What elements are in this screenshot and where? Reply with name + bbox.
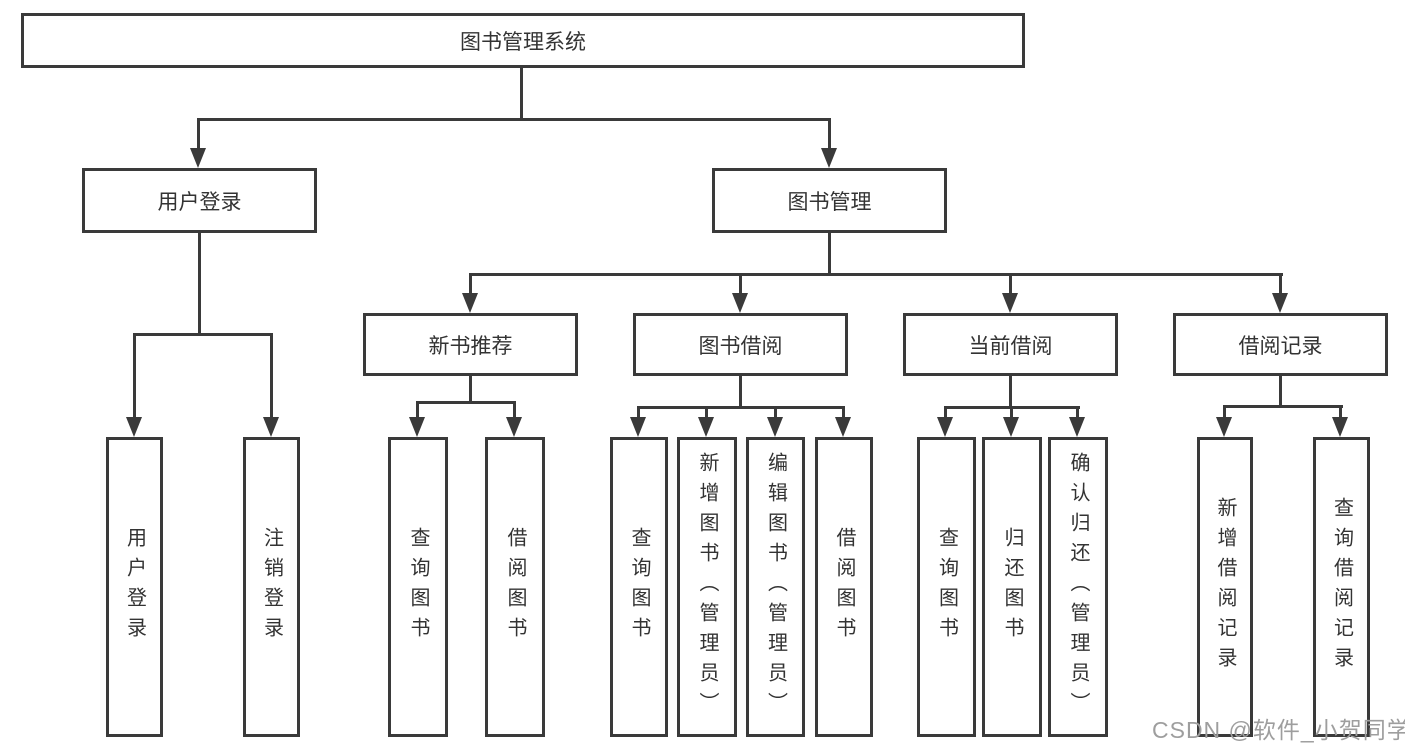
leaf-logout: 注销登录 bbox=[243, 437, 300, 737]
connector-line bbox=[828, 118, 831, 150]
arrow-down-icon bbox=[630, 417, 646, 437]
leaf-records-add-record: 新增借阅记录 bbox=[1197, 437, 1253, 737]
leaf-current-return-books: 归还图书 bbox=[982, 437, 1042, 737]
arrow-down-icon bbox=[835, 417, 851, 437]
leaf-borrow-query-books: 查询图书 bbox=[610, 437, 668, 737]
leaf-recommend-borrow-books-label: 借阅图书 bbox=[504, 527, 526, 647]
node-root-label: 图书管理系统 bbox=[460, 30, 586, 54]
connector-line bbox=[1339, 405, 1342, 417]
connector-line bbox=[133, 333, 273, 336]
connector-line bbox=[1279, 376, 1282, 405]
connector-line bbox=[842, 406, 845, 417]
leaf-current-confirm-return-admin: 确认归还（管理员） bbox=[1048, 437, 1108, 737]
leaf-logout-label: 注销登录 bbox=[260, 527, 283, 647]
connector-line bbox=[469, 273, 1283, 276]
leaf-borrow-add-books-admin-label: 新增图书（管理员） bbox=[696, 452, 718, 722]
connector-line bbox=[739, 376, 742, 406]
leaf-records-query-record: 查询借阅记录 bbox=[1313, 437, 1370, 737]
csdn-watermark: CSDN @软件_小贺同学 bbox=[1152, 717, 1405, 743]
leaf-borrow-query-books-label: 查询图书 bbox=[628, 527, 650, 647]
leaf-user-login-label: 用户登录 bbox=[123, 527, 146, 647]
leaf-user-login: 用户登录 bbox=[106, 437, 163, 737]
leaf-current-query-books-label: 查询图书 bbox=[935, 527, 958, 647]
connector-line bbox=[416, 401, 516, 404]
node-book-borrowing-label: 图书借阅 bbox=[698, 334, 783, 358]
node-book-management-label: 图书管理 bbox=[787, 190, 872, 214]
connector-line bbox=[469, 376, 472, 401]
connector-line bbox=[1009, 376, 1012, 406]
arrow-down-icon bbox=[1332, 417, 1348, 437]
connector-line bbox=[1009, 273, 1012, 295]
leaf-borrow-edit-books-admin-label: 编辑图书（管理员） bbox=[764, 452, 787, 722]
connector-line bbox=[1223, 405, 1226, 417]
arrow-down-icon bbox=[937, 417, 953, 437]
connector-line bbox=[705, 406, 708, 417]
leaf-records-add-record-label: 新增借阅记录 bbox=[1214, 497, 1236, 677]
node-user-login: 用户登录 bbox=[82, 168, 317, 233]
node-borrowing-records: 借阅记录 bbox=[1173, 313, 1388, 376]
node-new-book-recommend-label: 新书推荐 bbox=[428, 334, 513, 358]
connector-line bbox=[1076, 406, 1079, 417]
leaf-recommend-query-books: 查询图书 bbox=[388, 437, 448, 737]
arrow-down-icon bbox=[1272, 293, 1288, 313]
connector-line bbox=[944, 406, 947, 417]
arrow-down-icon bbox=[1002, 293, 1018, 313]
node-new-book-recommend: 新书推荐 bbox=[363, 313, 578, 376]
connector-line bbox=[828, 233, 831, 273]
arrow-down-icon bbox=[1069, 417, 1085, 437]
arrow-down-icon bbox=[1003, 417, 1019, 437]
node-current-borrowing-label: 当前借阅 bbox=[968, 334, 1053, 358]
connector-line bbox=[469, 273, 472, 295]
leaf-recommend-borrow-books: 借阅图书 bbox=[485, 437, 545, 737]
node-book-management: 图书管理 bbox=[712, 168, 947, 233]
connector-line bbox=[1010, 406, 1013, 417]
arrow-down-icon bbox=[126, 417, 142, 437]
leaf-current-return-books-label: 归还图书 bbox=[1001, 527, 1023, 647]
node-user-login-label: 用户登录 bbox=[157, 190, 242, 214]
arrow-down-icon bbox=[698, 417, 714, 437]
connector-line bbox=[774, 406, 777, 417]
connector-line bbox=[270, 333, 273, 419]
connector-line bbox=[198, 233, 201, 333]
node-book-borrowing: 图书借阅 bbox=[633, 313, 848, 376]
connector-line bbox=[739, 273, 742, 295]
connector-line bbox=[637, 406, 845, 409]
arrow-down-icon bbox=[506, 417, 522, 437]
leaf-borrow-borrow-books-label: 借阅图书 bbox=[833, 527, 855, 647]
arrow-down-icon bbox=[263, 417, 279, 437]
node-current-borrowing: 当前借阅 bbox=[903, 313, 1118, 376]
arrow-down-icon bbox=[462, 293, 478, 313]
leaf-borrow-borrow-books: 借阅图书 bbox=[815, 437, 873, 737]
node-borrowing-records-label: 借阅记录 bbox=[1238, 334, 1323, 358]
leaf-records-query-record-label: 查询借阅记录 bbox=[1330, 497, 1353, 677]
connector-line bbox=[1279, 273, 1282, 295]
arrow-down-icon bbox=[1216, 417, 1232, 437]
arrow-down-icon bbox=[767, 417, 783, 437]
leaf-borrow-add-books-admin: 新增图书（管理员） bbox=[677, 437, 737, 737]
connector-line bbox=[513, 401, 516, 417]
arrow-down-icon bbox=[732, 293, 748, 313]
leaf-current-confirm-return-admin-label: 确认归还（管理员） bbox=[1067, 452, 1089, 722]
connector-line bbox=[637, 406, 640, 417]
arrow-down-icon bbox=[821, 148, 837, 168]
arrow-down-icon bbox=[190, 148, 206, 168]
leaf-borrow-edit-books-admin: 编辑图书（管理员） bbox=[746, 437, 805, 737]
node-root: 图书管理系统 bbox=[21, 13, 1025, 68]
connector-line bbox=[133, 333, 136, 419]
connector-line bbox=[416, 401, 419, 417]
connector-line bbox=[197, 118, 831, 121]
connector-line bbox=[197, 118, 200, 150]
arrow-down-icon bbox=[409, 417, 425, 437]
leaf-current-query-books: 查询图书 bbox=[917, 437, 976, 737]
connector-line bbox=[1223, 405, 1343, 408]
leaf-recommend-query-books-label: 查询图书 bbox=[407, 527, 429, 647]
connector-line bbox=[520, 68, 523, 121]
